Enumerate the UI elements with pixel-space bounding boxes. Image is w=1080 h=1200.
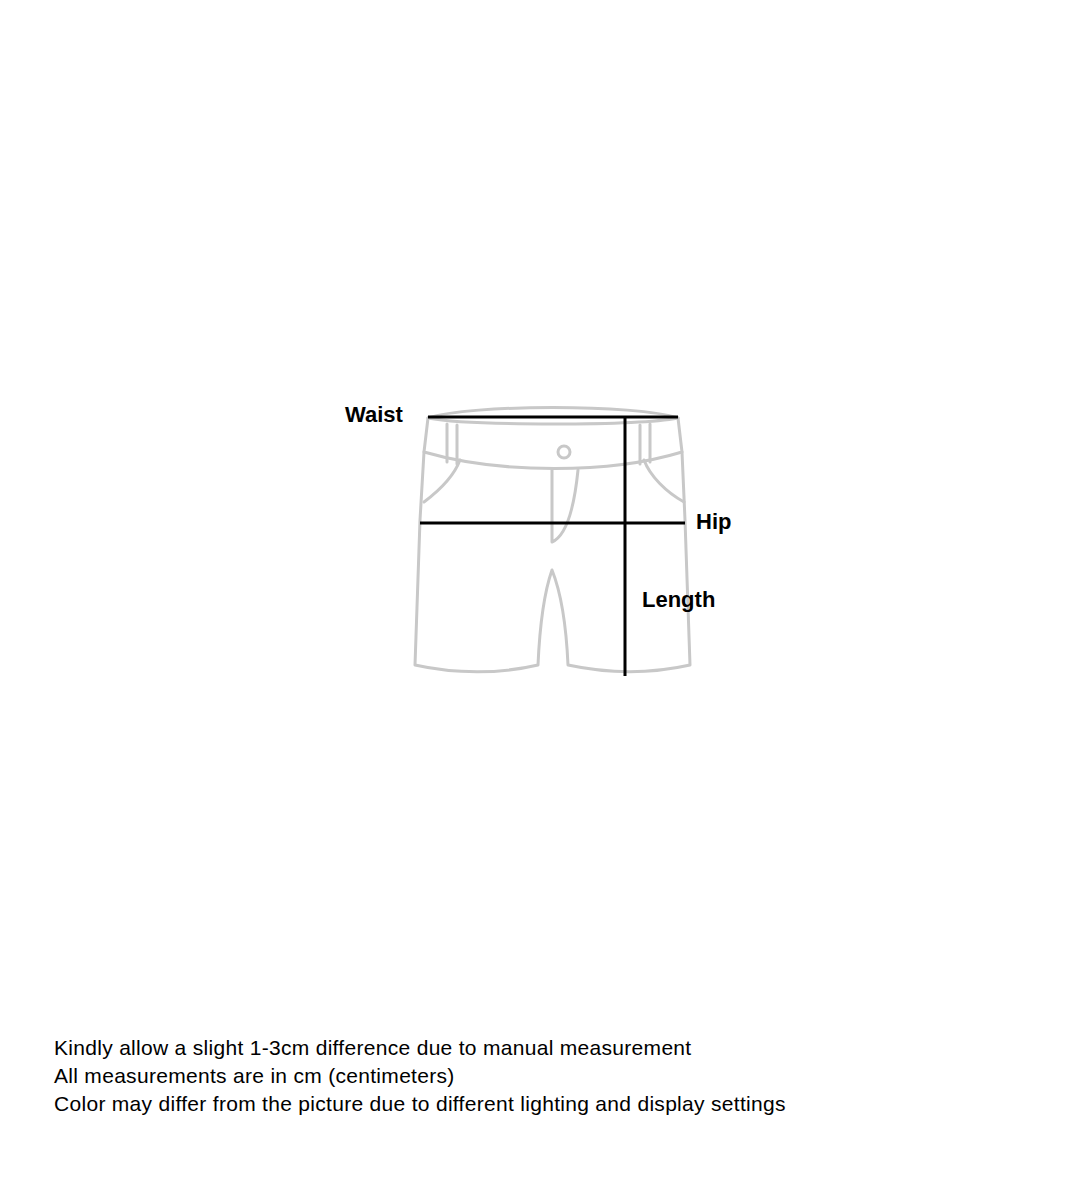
dimension-label: Length bbox=[642, 587, 715, 613]
dimension-label: Waist bbox=[345, 402, 403, 428]
note-text: Color may differ from the picture due to… bbox=[54, 1092, 786, 1116]
dimension-label: Hip bbox=[696, 509, 731, 535]
note-text: All measurements are in cm (centimeters) bbox=[54, 1064, 455, 1088]
note-text: Kindly allow a slight 1-3cm difference d… bbox=[54, 1036, 691, 1060]
